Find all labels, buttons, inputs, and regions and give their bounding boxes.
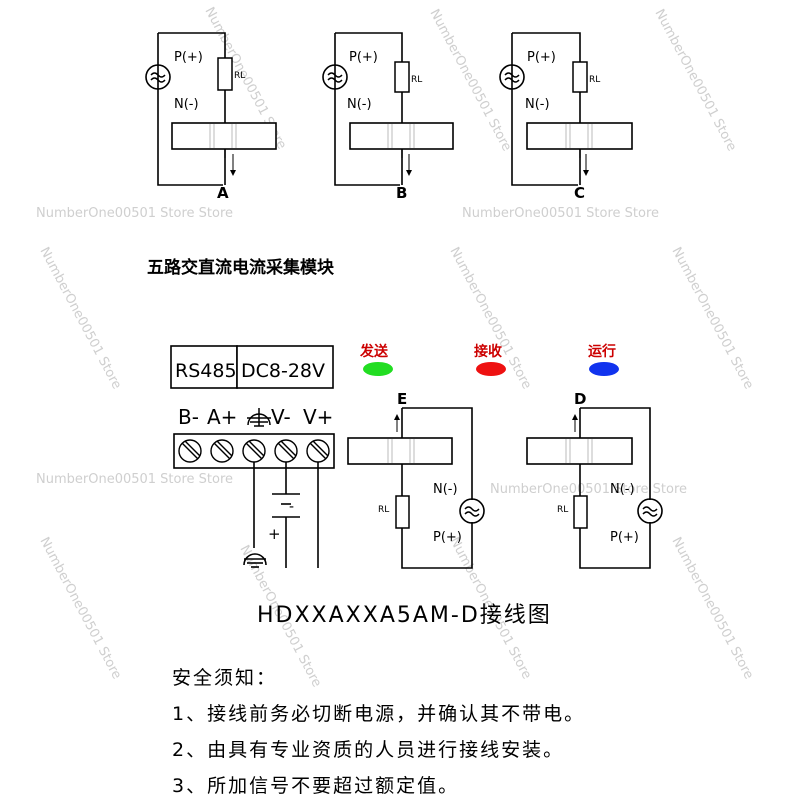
- rl-label: RL: [589, 75, 600, 85]
- rl-label: RL: [411, 75, 422, 85]
- watermark-text: NumberOne00501 Store: [651, 7, 739, 154]
- led-red-icon: [476, 362, 506, 376]
- circuit-e: RL N(-) P(+) E: [347, 390, 485, 569]
- safety-heading: 安全须知：: [172, 667, 278, 689]
- led-label-send: 发送: [359, 343, 389, 360]
- sensor-letter-c: C: [574, 184, 585, 202]
- pin-label-v-plus: V+: [303, 405, 333, 429]
- connector-block: RS485 DC8-28V B- A+ V- V+: [170, 345, 335, 469]
- led-label-receive: 接收: [474, 343, 503, 360]
- p-plus-label: P(+): [527, 50, 556, 65]
- sensor-letter-a: A: [217, 184, 229, 202]
- battery-plus-label: +: [268, 525, 281, 543]
- n-minus-label: N(-): [433, 482, 458, 497]
- safety-notes: 安全须知： 1、接线前务必切断电源，并确认其不带电。 2、由具有专业资质的人员进…: [172, 660, 772, 804]
- watermark-text: NumberOne00501 Store: [36, 245, 124, 392]
- diagram-title: HDXXAXXA5AM-D接线图: [257, 603, 552, 628]
- safety-item: 1、接线前务必切断电源，并确认其不带电。: [172, 703, 586, 725]
- n-minus-label: N(-): [610, 482, 635, 497]
- n-minus-label: N(-): [347, 97, 372, 112]
- led-label-run: 运行: [588, 343, 616, 360]
- safety-item: 2、由具有专业资质的人员进行接线安装。: [172, 739, 565, 761]
- pin-label-b-minus: B-: [178, 405, 199, 429]
- battery-minus-label: -: [289, 499, 294, 515]
- circuit-b: P(+) N(-) RL B: [322, 32, 454, 202]
- rs485-label: RS485: [175, 360, 237, 382]
- safety-item: 3、所加信号不要超过额定值。: [172, 775, 460, 797]
- pin-label-v-minus: V-: [271, 405, 291, 429]
- circuit-a: P(+) N(-) RL A: [145, 32, 277, 202]
- rl-label: RL: [557, 505, 568, 515]
- watermark-text: NumberOne00501 Store: [668, 245, 756, 392]
- rl-label: RL: [378, 505, 389, 515]
- screw-terminals: [178, 439, 330, 463]
- p-plus-label: P(+): [610, 530, 639, 545]
- sensor-letter-e: E: [397, 390, 407, 408]
- pin-label-a-plus: A+: [207, 405, 237, 429]
- watermark-layer: NumberOne00501 Store Store NumberOne0050…: [36, 5, 756, 690]
- sensor-letter-b: B: [396, 184, 407, 202]
- dc-supply-label: DC8-28V: [241, 360, 325, 382]
- n-minus-label: N(-): [174, 97, 199, 112]
- watermark-text: NumberOne00501 Store Store: [462, 206, 659, 221]
- p-plus-label: P(+): [433, 530, 462, 545]
- watermark-text: NumberOne00501 Store Store: [36, 472, 233, 487]
- rl-label: RL: [234, 71, 245, 81]
- ground-symbol-icon: [247, 408, 271, 427]
- circuit-d: RL N(-) P(+) D: [526, 390, 663, 569]
- n-minus-label: N(-): [525, 97, 550, 112]
- power-wiring: [243, 462, 319, 568]
- p-plus-label: P(+): [174, 50, 203, 65]
- watermark-text: NumberOne00501 Store: [36, 535, 124, 682]
- led-green-icon: [363, 362, 393, 376]
- led-blue-icon: [589, 362, 619, 376]
- circuit-c: P(+) N(-) RL C: [499, 32, 633, 202]
- p-plus-label: P(+): [349, 50, 378, 65]
- sensor-letter-d: D: [574, 390, 586, 408]
- led-indicators: 发送 接收 运行: [359, 343, 619, 376]
- module-subtitle: 五路交直流电流采集模块: [147, 257, 335, 278]
- watermark-text: NumberOne00501 Store Store: [36, 206, 233, 221]
- watermark-text: NumberOne00501 Store Store: [490, 482, 687, 497]
